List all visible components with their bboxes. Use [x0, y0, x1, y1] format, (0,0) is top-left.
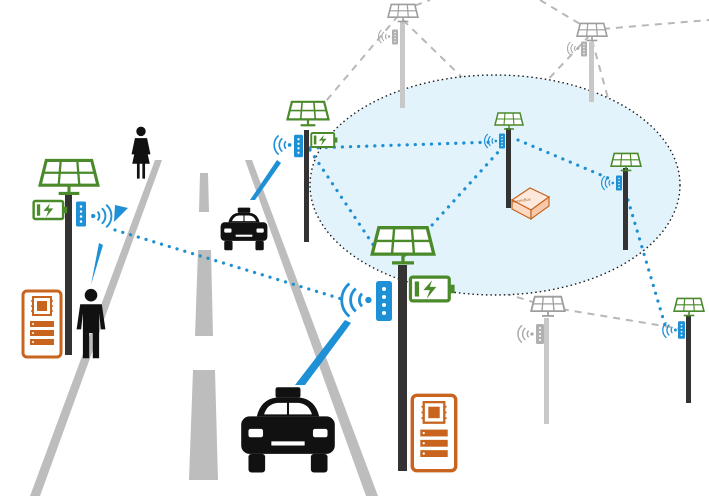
inactive-street-light [517, 295, 566, 424]
node-box-icon [294, 134, 303, 158]
battery-charging-icon [408, 275, 456, 303]
wifi-signal-icon [90, 203, 113, 229]
wifi-signal-icon [273, 134, 293, 156]
street-light-pole [273, 100, 338, 242]
server-box-icon [510, 187, 551, 221]
edge-compute-icon [21, 289, 63, 359]
taxi-icon [241, 387, 335, 473]
street-light-pole [662, 297, 705, 403]
street-light-pole [340, 226, 456, 471]
wifi-signal-icon [340, 282, 373, 318]
node-box-icon [76, 201, 86, 227]
solar-panel-icon [38, 158, 100, 196]
signal-beam [91, 160, 351, 385]
street-light-pole [483, 112, 524, 208]
wifi-signal-icon [662, 321, 678, 339]
lane-marking [189, 370, 218, 480]
inactive-street-light [377, 3, 419, 108]
battery-charging-icon [310, 131, 338, 149]
battery-charging-icon [32, 199, 68, 221]
node-box-icon [616, 175, 622, 191]
node-box-icon [499, 133, 505, 149]
taxi-icon [220, 207, 268, 251]
person-icon [131, 126, 151, 179]
solar-panel-icon [673, 297, 705, 317]
solar-panel-icon [286, 100, 330, 127]
edge-compute-icon [410, 393, 458, 473]
street-light-pole [32, 158, 113, 355]
node-box-icon [376, 281, 392, 321]
lane-marking [195, 250, 213, 336]
lane-marking [199, 173, 209, 212]
street-light-pole [600, 152, 642, 250]
node-box-icon [678, 321, 685, 339]
inactive-street-light [566, 22, 608, 102]
